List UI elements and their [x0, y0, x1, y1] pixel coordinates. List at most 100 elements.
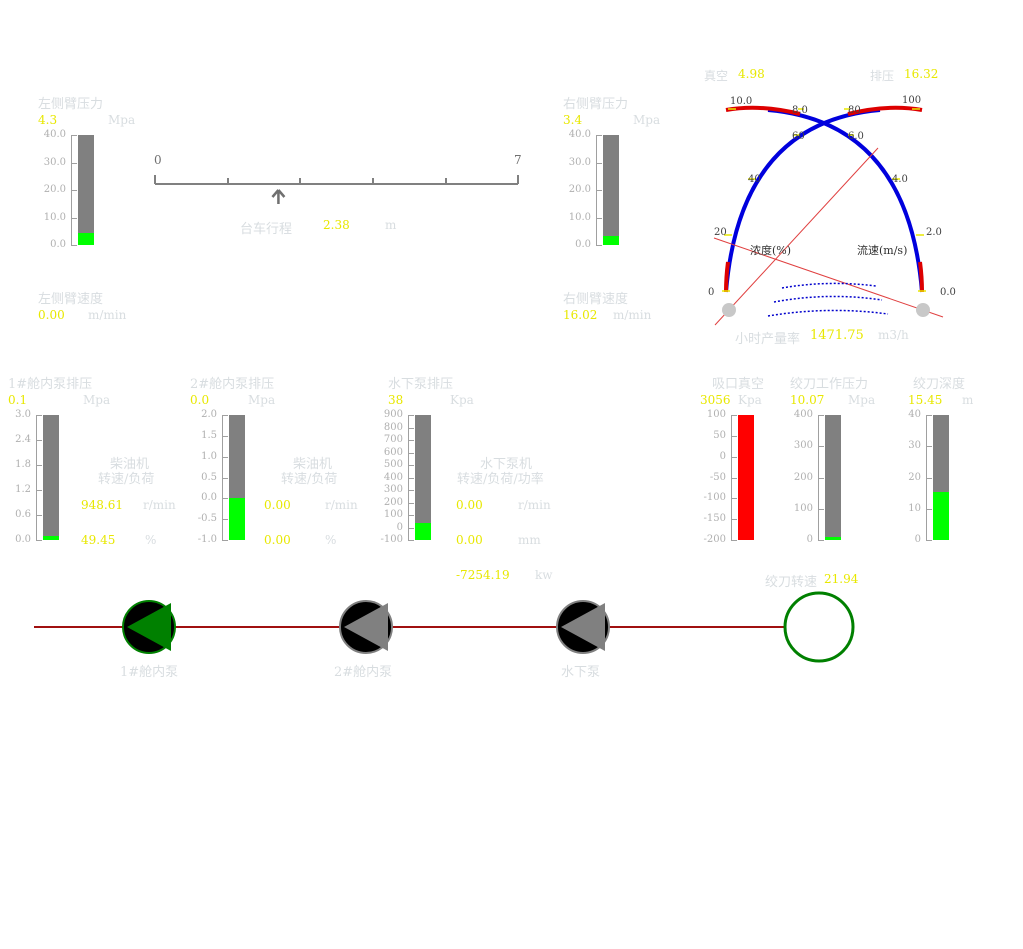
- gauge-tick-mark: [818, 477, 824, 479]
- gauge-tick-label: 400: [383, 471, 403, 483]
- gauge-tick-mark: [222, 415, 228, 416]
- gauge-tick-label: 0.0: [940, 287, 956, 298]
- gauge-tick-mark: [408, 452, 414, 454]
- concentration-label: 浓度(%): [750, 243, 791, 257]
- suction-vacuum-label: 吸口真空: [712, 377, 765, 392]
- gauge-axis: [731, 415, 732, 540]
- gauge-tick-label: 40: [908, 409, 921, 420]
- gauge-tick-label: 100: [706, 409, 726, 420]
- gauge-tick-mark: [71, 162, 77, 164]
- gauge-tick-label: 50: [713, 429, 726, 441]
- diesel2-rpm-value: 0.00: [264, 498, 291, 512]
- pump2-discharge-value: 0.0: [190, 393, 210, 407]
- gauge-tick-mark: [731, 540, 737, 541]
- underwater-motor-power-unit: kw: [535, 568, 553, 582]
- gauge-tick-label: 0: [396, 521, 403, 533]
- gauge-bar: [603, 135, 619, 245]
- gauge-tick-label: -0.5: [197, 513, 217, 525]
- left-speed-value: 0.00: [38, 308, 65, 322]
- gauge-tick-label: 0.0: [201, 492, 217, 504]
- right-pressure-value: 3.4: [563, 113, 583, 127]
- gauge-tick-label: -150: [703, 513, 726, 525]
- gauge-bar: [78, 135, 94, 245]
- output-label: 小时产量率: [735, 332, 801, 347]
- underwater-discharge-value: 38: [388, 393, 404, 407]
- gauge-axis: [222, 415, 223, 540]
- pump2-discharge-unit: Mpa: [248, 393, 276, 407]
- pump2-discharge-label: 2#舱内泵排压: [190, 377, 275, 392]
- pump-1-icon[interactable]: [122, 600, 176, 654]
- gauge-tick-mark: [71, 135, 77, 136]
- gauge-tick-label: 800: [383, 421, 403, 433]
- gauge-tick-mark: [731, 415, 737, 416]
- gauge-bar: [738, 415, 754, 540]
- underwater-motor-title: 水下泵机: [480, 457, 533, 472]
- gauge-fill: [603, 235, 619, 245]
- gauge-tick-mark: [818, 415, 824, 416]
- cutter-icon[interactable]: [783, 591, 855, 663]
- flow-gauge: 真空 4.98 排压 16.32 10.0 8.0 6.0 4.0 2.0 0.…: [700, 62, 956, 347]
- gauge-tick-mark: [731, 435, 737, 437]
- diesel1-title: 柴油机: [110, 457, 150, 472]
- gauge-bar: [415, 415, 431, 540]
- gauge-fill: [415, 522, 431, 540]
- pump-2-icon[interactable]: [339, 600, 393, 654]
- gauge-tick-label: 600: [383, 446, 403, 458]
- concentration-needle: [714, 147, 879, 326]
- gauge-bar: [933, 415, 949, 540]
- concentration-arc: [724, 108, 881, 293]
- gauge-tick-label: 20: [908, 471, 921, 483]
- gauge-tick-mark: [36, 540, 42, 541]
- gauge-tick-mark: [731, 477, 737, 479]
- gauge-tick-label: 0: [719, 450, 726, 462]
- gauge-tick-mark: [222, 435, 228, 437]
- gauge-tick-mark: [408, 490, 414, 491]
- right-pressure-unit: Mpa: [633, 113, 661, 127]
- gauge-fill: [933, 491, 949, 540]
- gauge-tick-mark: [731, 456, 737, 458]
- gauge-tick-label: 300: [383, 484, 403, 495]
- gauge-tick-label: 10: [908, 502, 921, 514]
- cutter-pressure-unit: Mpa: [848, 393, 876, 407]
- gauge-tick-mark: [596, 135, 602, 136]
- gauge-tick-label: 0.5: [201, 471, 217, 483]
- trolley-travel-scale: 0 7 台车行程 2.38 m: [140, 150, 540, 240]
- gauge-fill: [229, 498, 245, 540]
- gauge-tick-label: 0: [708, 287, 714, 298]
- trolley-travel-unit: m: [385, 218, 397, 232]
- diesel2-rpm-unit: r/min: [325, 498, 358, 512]
- gauge-tick-mark: [222, 498, 228, 500]
- concentration-arc-low: [724, 261, 730, 293]
- diesel2-load-unit: %: [325, 533, 337, 547]
- underwater-motor-rpm-value: 0.00: [456, 498, 483, 512]
- gauge-tick-mark: [408, 465, 414, 466]
- gauge-tick-mark: [36, 465, 42, 466]
- gauge-tick-label: 3.0: [15, 409, 31, 420]
- gauge-tick-mark: [71, 217, 77, 219]
- gauge-tick-label: -1.0: [197, 534, 217, 545]
- gauge-tick-label: 40.0: [43, 129, 66, 140]
- velocity-arc-high: [725, 105, 801, 116]
- gauge-tick-label: 0: [806, 534, 813, 545]
- gauge-fill: [78, 233, 94, 245]
- gauge-tick-label: 1.2: [15, 484, 31, 495]
- underwater-pump-icon[interactable]: [556, 600, 610, 654]
- gauge-tick-mark: [408, 540, 414, 541]
- gauge-tick-label: 10.0: [730, 96, 752, 107]
- gauge-pivot-left: [722, 303, 736, 317]
- gauge-tick-mark: [408, 477, 414, 479]
- gauge-fill: [738, 415, 754, 540]
- pump1-discharge-unit: Mpa: [83, 393, 111, 407]
- velocity-arc-low: [918, 261, 924, 293]
- gauge-tick-label: 2.0: [926, 227, 942, 238]
- gauge-tick-mark: [926, 477, 932, 479]
- pump-2-label: 2#舱内泵: [334, 665, 393, 680]
- underwater-discharge-label: 水下泵排压: [388, 377, 454, 392]
- underwater-pump-label: 水下泵: [561, 665, 601, 680]
- gauge-tick-label: 100: [383, 509, 403, 520]
- cutter-depth-value: 15.45: [908, 393, 943, 407]
- gauge-tick-label: 10.0: [43, 211, 66, 223]
- pump1-discharge-label: 1#舱内泵排压: [8, 377, 93, 392]
